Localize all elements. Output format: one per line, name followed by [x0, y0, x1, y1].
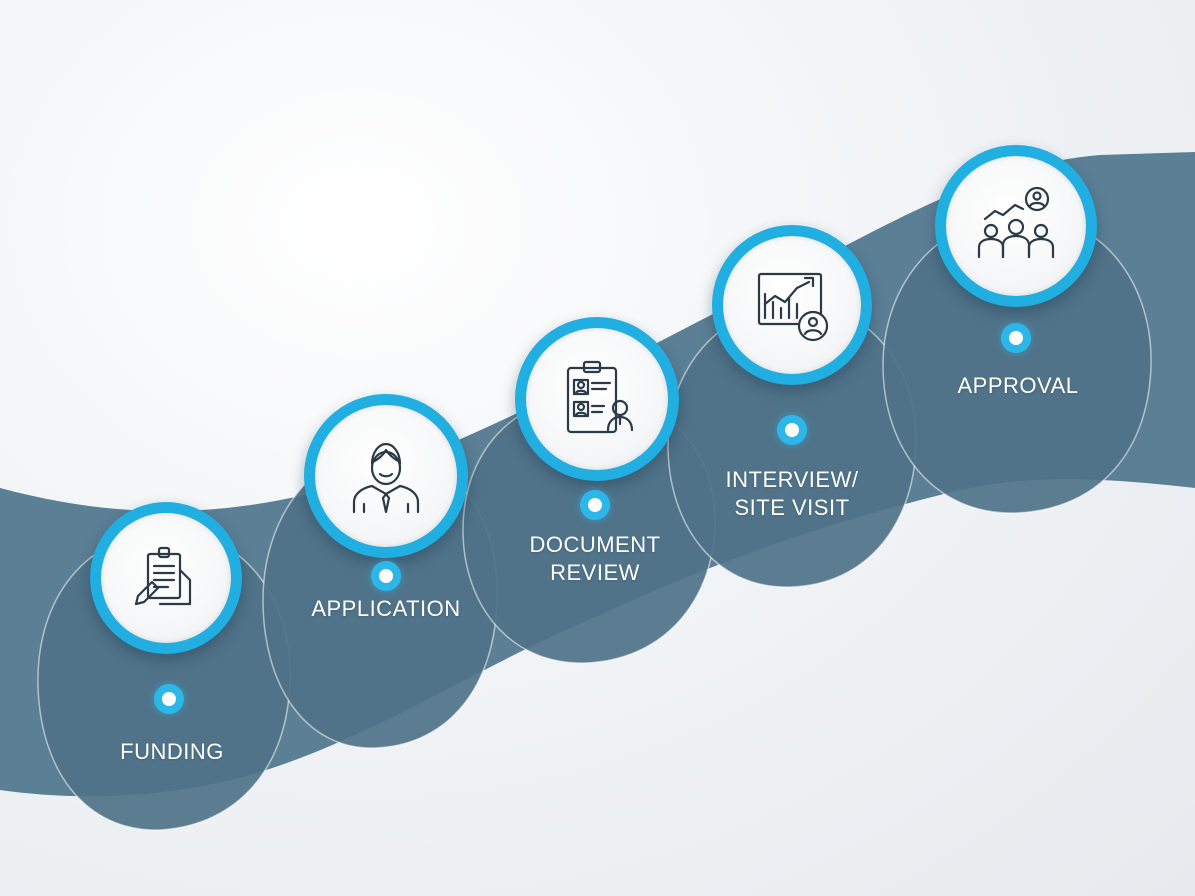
- step-approval-label: APPROVAL: [957, 373, 1079, 398]
- step-approval-dot: [1001, 323, 1031, 353]
- step-interview-dot: [777, 415, 807, 445]
- step-application-label: APPLICATION: [311, 596, 461, 621]
- step-approval-blob: [875, 205, 1160, 520]
- step-funding-dot: [154, 684, 184, 714]
- step-application-dot: [371, 561, 401, 591]
- step-approval-ring: [935, 145, 1097, 307]
- step-interview-ring: [712, 225, 872, 385]
- clipboard-pen-icon: [134, 546, 192, 606]
- chart-person-icon: [757, 272, 829, 342]
- step-funding-ring: [90, 502, 242, 654]
- step-interview-label: INTERVIEW/ SITE VISIT: [725, 467, 859, 520]
- step-document-review-label: DOCUMENT REVIEW: [529, 532, 661, 585]
- document-review-icon: [566, 360, 634, 434]
- person-tie-icon: [352, 442, 420, 514]
- step-funding-label: FUNDING: [120, 739, 224, 764]
- step-application-ring: [304, 394, 468, 558]
- step-document-review-dot: [580, 490, 610, 520]
- step-document-review-ring: [515, 317, 679, 481]
- team-growth-icon: [977, 186, 1055, 259]
